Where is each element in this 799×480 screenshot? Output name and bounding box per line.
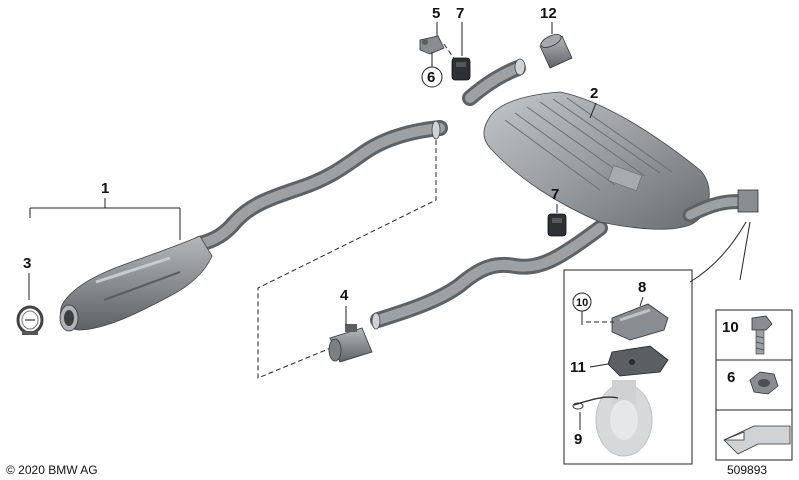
callout-11: 11	[570, 359, 586, 376]
sensor-bracket-part-8	[611, 303, 669, 341]
pipe-clamp	[328, 324, 373, 363]
hex-nut-icon	[749, 371, 779, 395]
dashed-line-top	[443, 43, 456, 61]
bolt-icon	[751, 315, 773, 355]
callout-6-side: 6	[727, 369, 735, 386]
dashed-connection-lines	[257, 140, 437, 379]
sleeve-part-12	[539, 34, 573, 69]
callout-8: 8	[638, 279, 646, 296]
callout-12: 12	[540, 5, 557, 22]
front-pipe-catalytic-converter	[59, 120, 448, 332]
inset-detail-box	[563, 269, 693, 465]
copyright-text: © 2020 BMW AG	[6, 463, 98, 477]
callout-6-top: 6	[427, 69, 435, 86]
callout-2: 2	[590, 85, 598, 102]
ghost-tailpipe-hanger	[595, 380, 653, 457]
callout-8-leader	[639, 296, 644, 307]
direction-arrow-icon	[723, 425, 791, 455]
rubber-mount-top	[451, 57, 471, 81]
wire-clip-part-9	[572, 396, 619, 410]
callout-10-inset: 10	[576, 297, 588, 309]
inset-leader-1	[689, 221, 747, 283]
bracket-part-5	[419, 35, 445, 55]
callout-2-leader	[589, 102, 597, 119]
mounting-plate-part-11	[607, 345, 669, 377]
callout-1: 1	[101, 180, 109, 197]
callout-9: 9	[574, 431, 582, 448]
callout-5: 5	[432, 5, 440, 22]
rubber-mount-mid	[547, 213, 567, 237]
callout-11-leader	[589, 363, 609, 368]
inset-leader-2	[739, 221, 751, 281]
diagram-number: 509893	[727, 463, 767, 477]
callout-10-side: 10	[722, 319, 739, 336]
callout-3: 3	[23, 255, 31, 272]
callout-1-bracket	[29, 198, 181, 240]
middle-pipe	[370, 220, 608, 330]
callout-7-mid: 7	[551, 186, 559, 203]
clamp-ring	[16, 305, 44, 335]
rear-muffler	[462, 58, 759, 230]
callout-7-top: 7	[456, 5, 464, 22]
callout-4: 4	[340, 287, 349, 304]
